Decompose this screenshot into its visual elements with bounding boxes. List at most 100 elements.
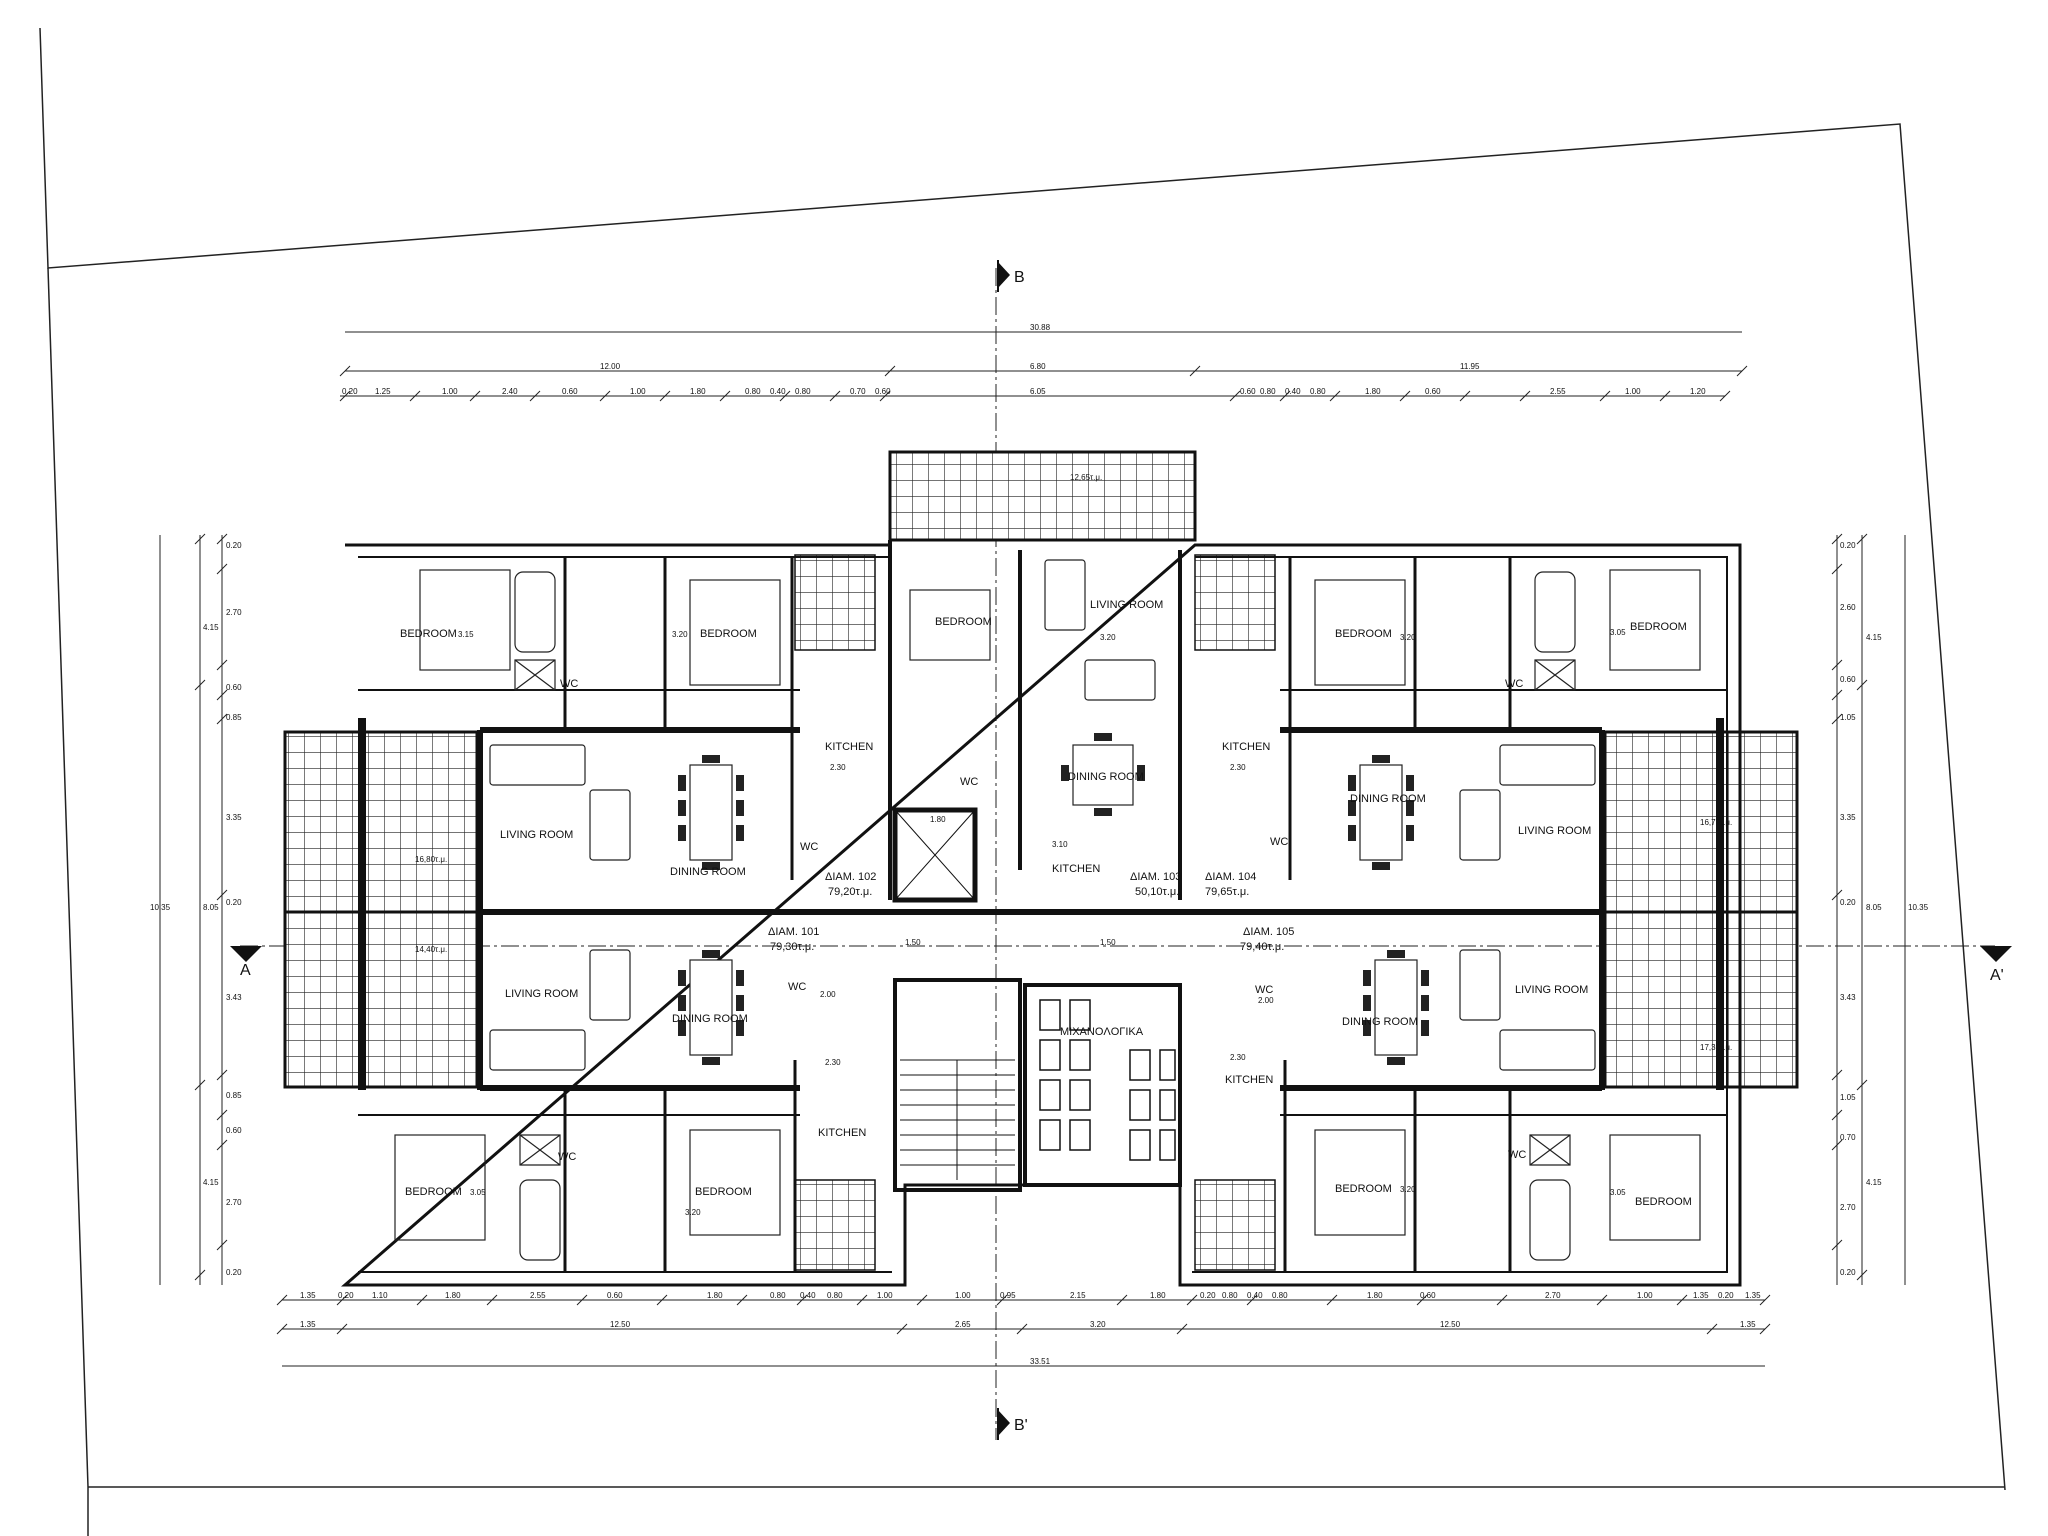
dim-stair: 1.50 [905,938,921,947]
label-dim: 3.10 [1052,840,1068,849]
dim-detail: 0.60 [1240,387,1256,396]
dim-chain: 0.20 [1840,541,1856,550]
dim-chain: 1.05 [1840,1093,1856,1102]
dim-detail: 0.60 [1420,1291,1436,1300]
balcony-area: 17,30τ.μ. [1700,1043,1732,1052]
balcony-east-lower [1603,910,1799,1089]
dim-chain: 0.20 [226,898,242,907]
apartment-area: 79,40τ.μ. [1240,941,1284,953]
side-dimension-ticks [194,533,1868,1281]
apartment-id: ΔΙΑΜ. 104 [1205,871,1256,883]
label-kitchen: KITCHEN [1222,741,1270,753]
label-bedroom: BEDROOM [1335,628,1392,640]
label-bedroom: BEDROOM [935,616,992,628]
dim-chain: 2.70 [1840,1203,1856,1212]
label-wc: WC [800,841,818,853]
balconies [283,450,1799,1271]
dim-detail: 1.80 [1365,387,1381,396]
light-well-nw [794,554,876,651]
dim-chain: 2.60 [1840,603,1856,612]
dim-chain: 0.85 [226,1091,242,1100]
label-living-room: LIVING ROOM [500,829,573,841]
dim-detail: 1.80 [707,1291,723,1300]
furniture [394,559,1701,1261]
dimension-text-top: 30.88 12.00 6.80 11.95 0.20 1.25 1.00 2.… [342,323,1706,396]
label-dining-room: DINING ROOM [670,866,746,878]
balcony-area: 14,40τ.μ. [415,945,447,954]
section-label-a-right: A' [1990,967,2004,984]
apartment-area: 79,65τ.μ. [1205,886,1249,898]
label-bedroom: BEDROOM [700,628,757,640]
dim-seg: 12.00 [600,362,621,371]
section-arrow-b-top [998,262,1010,288]
dim-detail: 0.80 [770,1291,786,1300]
dimension-lines-top [282,331,1765,1367]
label-dining-room: DINING ROOM [1068,771,1144,783]
dim-seg: 1.35 [300,1320,316,1329]
dim-chain: 3.35 [226,813,242,822]
dim-chain: 0.60 [1840,675,1856,684]
dim-chain: 3.43 [226,993,242,1002]
stair-treads [900,1059,1015,1180]
dim-seg: 12.50 [1440,1320,1461,1329]
dim-seg: 4.15 [203,623,219,632]
dimension-text-sides: 0.20 2.70 0.60 0.85 3.35 0.20 3.43 0.85 … [150,541,1929,1277]
label-dim: 2.30 [1230,1053,1246,1062]
balcony-area: 16,80τ.μ. [415,855,447,864]
apartment-area: 79,30τ.μ. [770,941,814,953]
dim-stair: 1.80 [930,815,946,824]
dim-seg: 4.15 [203,1178,219,1187]
dim-seg: 6.80 [1030,362,1046,371]
dim-detail: 1.00 [630,387,646,396]
dim-stair: 1.50 [1100,938,1116,947]
apartment-id: ΔΙΑΜ. 105 [1243,926,1294,938]
apartment-area: 50,10τ.μ. [1135,886,1179,898]
label-bedroom: BEDROOM [405,1186,462,1198]
section-label-b-bottom: B' [1014,1417,1028,1434]
label-dining-room: DINING ROOM [672,1013,748,1025]
dim-detail: 0.40 [1285,387,1301,396]
dim-detail: 0.60 [562,387,578,396]
dim-detail: 0.60 [875,387,891,396]
dim-detail: 1.20 [1690,387,1706,396]
label-dim: 3.20 [1400,1185,1416,1194]
plot-boundary [39,27,2006,1536]
apartment-id: ΔΙΑΜ. 101 [768,926,819,938]
dim-mid: 8.05 [203,903,219,912]
label-bedroom: BEDROOM [1630,621,1687,633]
dim-detail: 2.55 [1550,387,1566,396]
label-bedroom: BEDROOM [1335,1183,1392,1195]
dim-seg: 1.35 [1740,1320,1756,1329]
label-bedroom: BEDROOM [695,1186,752,1198]
label-dim: 3.15 [458,630,474,639]
dim-detail: 1.80 [445,1291,461,1300]
dim-detail: 1.00 [877,1291,893,1300]
dim-detail: 0.95 [1000,1291,1016,1300]
label-kitchen: KITCHEN [818,1127,866,1139]
dim-seg: 4.15 [1866,1178,1882,1187]
dim-seg: 2.65 [955,1320,971,1329]
dim-detail: 0.80 [795,387,811,396]
label-living-room: LIVING ROOM [1515,984,1588,996]
label-dim: 3.05 [470,1188,486,1197]
balcony-area: 16,79τ.μ. [1700,818,1732,827]
dim-detail: 0.20 [1718,1291,1734,1300]
dim-detail: 1.80 [1367,1291,1383,1300]
label-dim: 3.20 [1100,633,1116,642]
label-living-room: LIVING ROOM [505,988,578,1000]
label-dim: 3.20 [685,1208,701,1217]
balcony-top-center [888,450,1197,542]
dim-detail: 1.35 [1745,1291,1761,1300]
light-well-se [1194,1179,1276,1271]
dim-detail: 2.55 [530,1291,546,1300]
section-label-b-top: B [1014,269,1025,286]
light-well-ne [1194,554,1276,651]
dim-seg: 12.50 [610,1320,631,1329]
dim-mid: 10.35 [1908,903,1929,912]
label-kitchen: KITCHEN [825,741,873,753]
dim-detail: 1.00 [955,1291,971,1300]
apartment-labels: ΔΙΑΜ. 102 79,20τ.μ. ΔΙΑΜ. 103 50,10τ.μ. … [768,871,1294,953]
apartment-area: 79,20τ.μ. [828,886,872,898]
building-walls [340,540,1742,1287]
dim-overall-bottom: 33.51 [1030,1357,1051,1366]
